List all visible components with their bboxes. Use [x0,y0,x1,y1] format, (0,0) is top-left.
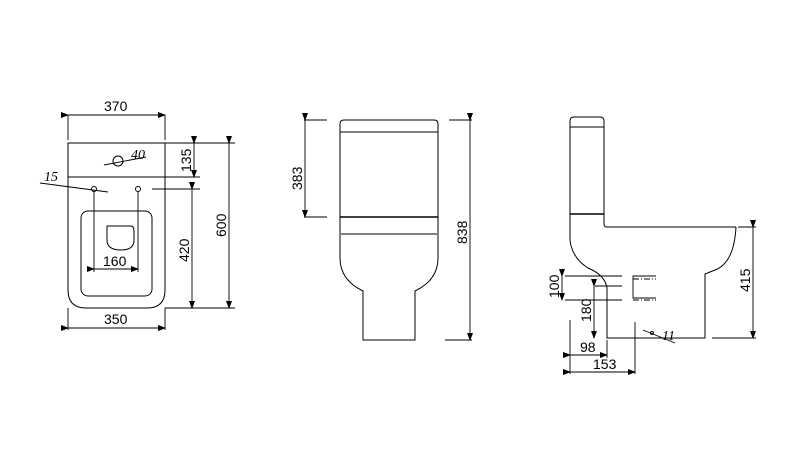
top-view: 160 15 40 370 350 135 420 600 [39,98,235,331]
label-383: 383 [289,166,305,190]
label-370: 370 [104,98,128,114]
fixing-hole-right [135,186,141,192]
label-40: 40 [131,148,145,163]
bowl-front [339,217,439,341]
label-415: 415 [737,268,753,292]
label-420: 420 [176,238,192,262]
top-view-outline [67,142,166,309]
bowl-side [569,214,737,339]
label-838: 838 [454,220,470,244]
flush-button [112,155,124,167]
label-15: 15 [44,170,58,185]
label-160: 160 [103,253,127,269]
floor-fixing [650,331,654,335]
side-view: 11 100 180 98 153 415 [546,116,756,375]
leader-11 [642,329,676,344]
label-100: 100 [546,274,562,298]
outlet-pipe [632,275,656,299]
label-180: 180 [578,298,594,322]
label-350: 350 [104,311,128,327]
front-view: 383 838 [289,113,473,341]
label-135: 135 [178,148,194,172]
cistern-lid [339,119,439,132]
cistern-side [569,116,736,228]
bowl-opening [106,225,135,251]
leader-15 [39,182,109,193]
label-98: 98 [580,339,596,355]
label-600: 600 [213,213,229,237]
flush-leader [103,156,147,166]
label-153: 153 [593,356,617,372]
label-11: 11 [662,329,675,344]
seat-inner [80,210,153,297]
